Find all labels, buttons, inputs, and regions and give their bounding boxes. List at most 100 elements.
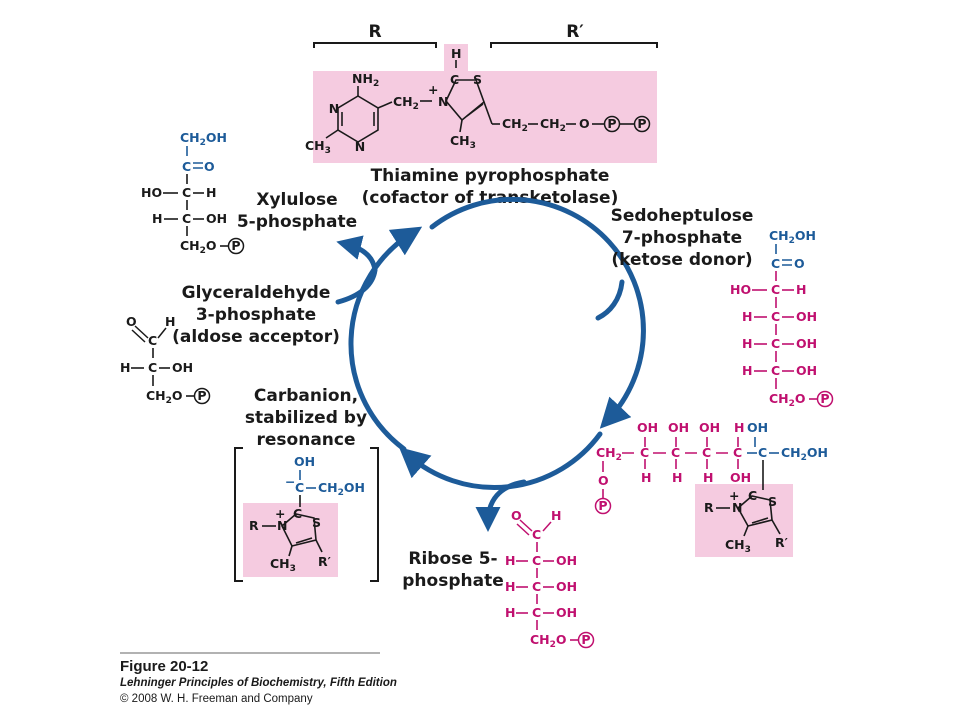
svg-text:C: C [771,309,780,324]
svg-text:C: C [532,553,541,568]
svg-text:O: O [598,473,609,488]
xylulose-label-2: 5-phosphate [237,212,357,232]
reaction-cycle [335,196,646,532]
xylulose-ho: HO [141,185,162,200]
svg-text:C: C [702,445,711,460]
carbanion-ch3: CH3 [270,556,296,574]
ribose-exit-arrow [475,479,527,532]
svg-text:OH: OH [796,363,817,378]
glyceraldehyde-structure: O H C H C OH CH2O P Glyceraldehyde 3-pho… [120,283,340,406]
svg-text:O: O [126,314,137,329]
phosphate-icon [577,631,595,649]
ribose-label-1: Ribose 5- [408,549,497,569]
svg-text:S: S [312,515,321,530]
svg-text:C: C [640,445,649,460]
svg-text:C: C [671,445,680,460]
tpp-h: H [451,46,461,61]
pyrimidine-n-top: N [329,101,339,116]
carbanion-label-1: Carbanion, [254,386,358,406]
svg-text:C: C [771,256,780,271]
tpp-title: Thiamine pyrophosphate [371,166,610,186]
xylulose-label-1: Xylulose [256,190,337,210]
carbanion-bracket-right [370,447,379,582]
svg-text:C: C [771,336,780,351]
svg-text:C: C [748,488,757,503]
cycle-arc-bottom [398,431,603,491]
svg-text:R: R [249,518,259,533]
sedo-label-1: Sedoheptulose [611,206,754,226]
glyceraldehyde-label-2: 3-phosphate [196,305,316,325]
book-title: Lehninger Principles of Biochemistry, Fi… [120,677,397,689]
svg-text:OH: OH [730,470,751,485]
ribose-label-2: phosphate [402,571,503,591]
tpp-highlight [313,71,657,163]
copyright: © 2008 W. H. Freeman and Company [120,693,313,705]
xylulose-ch2oh: CH2OH [180,130,227,148]
svg-text:H: H [505,579,515,594]
chain-ch2-b: CH2 [540,116,566,134]
tpp-plus: + [428,82,438,97]
svg-text:C: C [182,211,191,226]
tpp-s: S [473,72,482,87]
svg-text:C: C [733,445,742,460]
svg-text:S: S [768,494,777,509]
ribose-structure: Ribose 5- phosphate O H C H C OH H C OH … [402,508,595,650]
svg-text:−: − [285,474,295,489]
r-prime-bracket [490,42,658,48]
tpp-c2: C [450,72,459,87]
svg-text:+: + [729,488,739,503]
svg-text:+: + [275,506,285,521]
svg-text:H: H [206,185,216,200]
svg-text:HO: HO [730,282,751,297]
sedoheptulose-structure: Sedoheptulose 7-phosphate (ketose donor)… [611,206,834,409]
svg-text:P: P [231,238,240,253]
xylulose-c2: C [182,159,191,174]
svg-text:P: P [197,388,206,403]
svg-text:R′: R′ [318,554,331,569]
svg-text:H: H [505,605,515,620]
svg-text:H: H [165,314,175,329]
svg-text:C: C [148,360,157,375]
sedo-entry-arrow [595,279,625,321]
svg-text:R′: R′ [775,535,788,550]
phosphate-icon [633,115,651,133]
adduct-highlight [695,484,793,557]
svg-text:C: C [758,445,767,460]
adduct-ch3: CH3 [725,537,751,555]
svg-text:OH: OH [172,360,193,375]
glyceraldehyde-ch2o: CH2O [146,388,183,406]
sedo-label-3: (ketose donor) [611,250,752,270]
adduct-ch2oh: CH2OH [781,445,828,463]
phosphate-icon [816,390,834,408]
pyrimidine-ring [325,86,393,143]
svg-text:OH: OH [206,211,227,226]
svg-text:H: H [703,470,713,485]
svg-text:OH: OH [796,336,817,351]
svg-text:OH: OH [747,420,768,435]
svg-text:OH: OH [699,420,720,435]
svg-text:C: C [182,185,191,200]
nh2-group: NH2 [352,71,379,89]
glyceraldehyde-entry-arrow [335,267,378,305]
glyceraldehyde-label-1: Glyceraldehyde [182,283,331,303]
svg-text:OH: OH [556,579,577,594]
svg-text:H: H [152,211,162,226]
svg-text:C: C [771,282,780,297]
cycle-arc-left [348,226,423,452]
svg-text:OH: OH [556,553,577,568]
svg-text:H: H [742,309,752,324]
carbanion-bracket-left [234,447,243,582]
svg-text:C: C [293,506,302,521]
svg-text:OH: OH [637,420,658,435]
svg-text:P: P [607,116,616,131]
phosphate-icon [193,387,211,405]
svg-text:P: P [820,391,829,406]
xylulose-exit-arrow [336,235,378,273]
chain-ch2-a: CH2 [502,116,528,134]
svg-text:N: N [277,518,287,533]
carbanion-label-3: resonance [257,430,356,450]
svg-text:C: C [771,363,780,378]
tpp-structure: R R′ N N NH2 CH3 CH2 N + C S H CH3 [305,22,658,208]
